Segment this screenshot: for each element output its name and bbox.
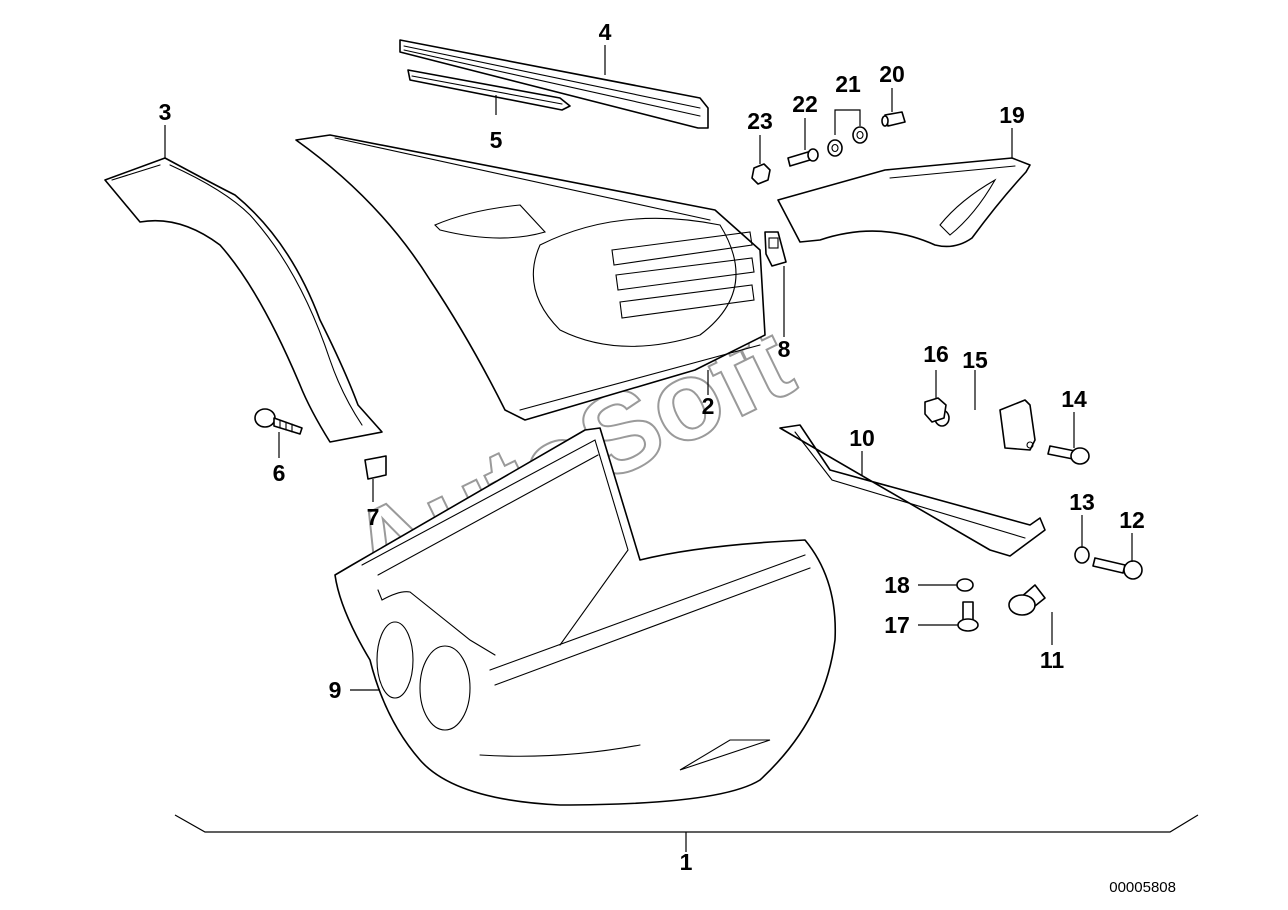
bracket-rail [779, 424, 1046, 557]
callout-12: 12 [1119, 507, 1145, 533]
callout-6: 6 [273, 460, 286, 486]
callout-2: 2 [702, 393, 715, 419]
callout-3: 3 [159, 99, 172, 125]
pin-20 [881, 111, 906, 127]
nut-23 [751, 163, 771, 185]
callout-7: 7 [367, 504, 380, 530]
callout-18: 18 [884, 572, 910, 598]
small-clip [364, 455, 387, 480]
washers-21 [827, 126, 868, 157]
callout-1: 1 [680, 849, 693, 875]
callout-10: 10 [849, 425, 875, 451]
screw-6 [254, 408, 303, 435]
callout-17: 17 [884, 612, 910, 638]
mount-bracket [999, 399, 1036, 451]
short-trim-strip [407, 69, 571, 111]
callout-23: 23 [747, 108, 773, 134]
drawing-code: 00005808 [1109, 879, 1176, 896]
sill-cover [777, 157, 1031, 248]
callout-11: 11 [1040, 647, 1065, 673]
callout-22: 22 [792, 91, 818, 117]
leader-lines [164, 45, 1199, 852]
callout-20: 20 [879, 61, 905, 87]
callout-8: 8 [778, 336, 791, 362]
plug-11 [1008, 584, 1046, 616]
callout-5: 5 [490, 127, 503, 153]
callout-4: 4 [599, 19, 612, 45]
nut-16 [924, 397, 947, 423]
callout-13: 13 [1069, 489, 1095, 515]
callout-15: 15 [962, 347, 988, 373]
callout-16: 16 [923, 341, 949, 367]
stud-22 [787, 148, 819, 167]
bolt-12 [1092, 557, 1143, 580]
nut-18 [956, 578, 974, 592]
wheel-arch-panel [104, 157, 383, 443]
trim-strip [399, 39, 709, 129]
washer-13 [1074, 546, 1090, 564]
side-panel [295, 134, 766, 421]
callout-9: 9 [329, 677, 342, 703]
callout-21: 21 [835, 71, 861, 97]
bumper-body [334, 427, 837, 806]
callout-19: 19 [999, 102, 1025, 128]
bolt-14 [1047, 445, 1090, 465]
callout-14: 14 [1061, 386, 1087, 412]
clip [764, 231, 787, 267]
screw-17 [957, 601, 979, 632]
